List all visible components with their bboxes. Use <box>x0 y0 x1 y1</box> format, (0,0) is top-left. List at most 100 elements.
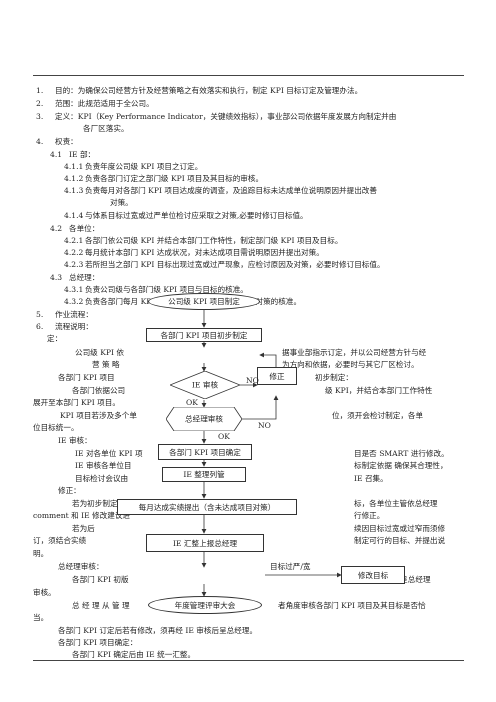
right-note: 汇总呈总经理 <box>385 575 431 584</box>
item-4-2-1-text: 各部门依公司级 KPI 并结合本部门工作特性，制定部门级 KPI 项目及目标。 <box>85 236 343 245</box>
dept-initial-label: 各部门 KPI 项目初步制定 <box>160 330 248 340</box>
item-4-1-2-text: 负责各部门订定之部门级 KPI 项目及其目标的审核。 <box>85 174 264 183</box>
left-note: 总经理审核： <box>58 562 104 571</box>
left-note: 各部门 KPI 确定后由 IE 统一汇整。 <box>72 650 196 659</box>
left-note: 审核。 <box>33 588 56 597</box>
revise-node: 修正 <box>257 367 297 385</box>
item-4-1-2-label: 4.1.2 <box>64 174 84 183</box>
item-4-3-label: 4.3 <box>50 273 63 282</box>
left-note: IE 审核各单位目 <box>75 461 132 470</box>
left-note: KPI 项目若涉及多个单 <box>60 411 137 420</box>
item-4-1-3-cont: 对策。 <box>110 198 133 207</box>
dept-confirm-label: 各部门 KPI 项目确定 <box>169 447 241 457</box>
left-note: 订，须结合实绩 <box>33 536 87 545</box>
ie-report-gm-label: IE 汇整上报总经理 <box>172 538 238 548</box>
left-note: comment 和 IE 修改建议进 <box>33 511 131 520</box>
item-4-3-2-label: 4.3.2 <box>64 297 84 306</box>
item-3-text: 定义：KPI（Key Performance Indicator，关键绩效指标）… <box>55 112 397 121</box>
revise-label: 修正 <box>269 371 285 381</box>
item-4-1-3-label: 4.1.3 <box>64 186 84 195</box>
item-6-text: 流程说明： <box>55 322 93 331</box>
item-4-2-2-text: 每月统计本部门 KPI 达成状况，对未达成项目需说明原因并提出对策。 <box>85 248 324 257</box>
item-4-1-text: IE 部： <box>69 150 96 159</box>
top-rule <box>33 75 464 76</box>
revise-target-node: 修改目标 <box>341 566 405 584</box>
right-note: 标，各单位主管依总经理 <box>354 499 438 508</box>
left-note: 各部门 KPI 项目 <box>58 373 115 382</box>
item-4-text: 权责： <box>55 137 78 146</box>
left-note: 各部门依据公司 <box>72 386 126 395</box>
annual-review-label: 年度管理评审大会 <box>174 600 236 610</box>
left-note: 各部门 KPI 项目确定： <box>58 638 138 647</box>
left-note: 各部门 KPI 初版 <box>72 575 129 584</box>
ie-compile-node: IE 整理列管 <box>162 467 246 482</box>
ie-review-diamond <box>170 371 240 399</box>
left-note: 当。 <box>33 613 49 622</box>
item-4-2-1-label: 4.2.1 <box>64 236 84 245</box>
gm-review-label: 总经理审核 <box>185 414 223 424</box>
left-note: 各部门 KPI 订定后若有修改，须再经 IE 审核后呈总经理。 <box>58 626 258 635</box>
item-4-3-text: 总经理： <box>69 273 100 282</box>
item-6-label: 6. <box>36 322 44 331</box>
annual-review-node: 年度管理评审大会 <box>148 596 262 614</box>
left-note: 目标检讨会议由 <box>75 474 129 483</box>
bottom-rule <box>33 660 464 661</box>
dept-confirm-node: 各部门 KPI 项目确定 <box>158 444 252 460</box>
right-note: 目是否 SMART 进行修改。 <box>354 449 449 458</box>
left-note: 展开至本部门 KPI 项目。 <box>33 398 120 407</box>
no-label-gm: NO <box>258 421 271 430</box>
left-note: 位目标统一。 <box>33 423 79 432</box>
monthly-report-label: 每月达成实绩提出（含未达成项目对策） <box>138 502 276 512</box>
item-4-1-3-text: 负责每月对各部门 KPI 项目达成度的调查，及追踪目标未达成单位说明原因并提出改… <box>85 186 377 195</box>
item-4-1-4-text: 与体系目标过宽或过严单位检讨应采取之对策,必要时修订目标值。 <box>85 211 308 220</box>
ie-compile-label: IE 整理列管 <box>183 470 225 479</box>
item-2-label: 2. <box>36 99 44 108</box>
right-note: 初步制定： <box>315 373 353 382</box>
right-note: 者角度审核各部门 KPI 项目及其目标是否恰 <box>278 601 426 610</box>
item-4-2-3-label: 4.2.3 <box>64 260 84 269</box>
right-note: 位，须开会检讨制定，各单 <box>332 411 424 420</box>
item-4-2-text: 各单位： <box>69 224 100 233</box>
right-note: 级 KPI，并结合本部门工作特性 <box>325 386 433 395</box>
item-4-1-label: 4.1 <box>50 150 63 159</box>
item-4-2-3-text: 若所担当之部门 KPI 目标出现过宽或过严现象，应检讨原因及对策，必要时修订目标… <box>85 260 385 269</box>
left-note: 营 策 略 <box>92 360 120 369</box>
item-4-1-1-label: 4.1.1 <box>64 162 84 171</box>
right-note: 目标过严/宽 <box>270 562 311 571</box>
left-note: 若为初步制定目 <box>72 499 126 508</box>
item-4-2-2-label: 4.2.2 <box>64 248 84 257</box>
item-4-3-1-label: 4.3.1 <box>64 285 84 294</box>
item-4-1-1-text: 负责年度公司级 KPI 项目之订定。 <box>85 162 203 171</box>
ok-label-gm: OK <box>218 432 230 441</box>
right-note: 据事业部指示订定，并以公司经营方针与经 <box>282 348 427 357</box>
left-note: 修正： <box>58 486 81 495</box>
item-5-label: 5. <box>36 310 44 319</box>
item-5-text: 作业流程： <box>55 310 93 319</box>
ie-review-node: IE 审核 <box>170 371 240 399</box>
right-note: 制定可行的目标、并提出说 <box>354 536 446 545</box>
company-kpi-node: 公司级 KPI 项目制定 <box>148 293 260 310</box>
ie-review-label: IE 审核 <box>191 380 219 390</box>
left-note: IE 对各单位 KPI 项 <box>75 449 143 458</box>
monthly-report-node: 每月达成实绩提出（含未达成项目对策） <box>117 499 297 515</box>
company-kpi-label: 公司级 KPI 项目制定 <box>168 297 240 306</box>
left-note: IE 审核： <box>58 436 92 445</box>
left-note: 公司级 KPI 依 <box>75 348 124 357</box>
left-note: 总 经 理 从 管 理 <box>72 601 130 610</box>
right-note: 行修正。 <box>354 511 385 520</box>
item-4-3-1-text: 负责公司级与各部门级 KPI 项目与目标的核准。 <box>85 285 248 294</box>
item-1-text: 目的：为确保公司经营方针及经营策略之有效落实和执行，制定 KPI 目标订定及管理… <box>55 86 363 95</box>
right-note: 续因目标过宽或过窄而须修 <box>354 524 446 533</box>
gm-review-hexagon <box>166 407 242 431</box>
no-label-ie: NO <box>246 376 259 385</box>
revise-target-label: 修改目标 <box>357 570 389 580</box>
item-3-cont: 各厂区落实。 <box>83 124 129 133</box>
item-1-label: 1. <box>36 86 44 95</box>
gm-review-node: 总经理审核 <box>166 407 242 431</box>
right-note: IE 召集。 <box>354 474 388 483</box>
ie-report-gm-node: IE 汇整上报总经理 <box>146 534 264 552</box>
item-4-2-label: 4.2 <box>50 224 63 233</box>
left-note: 明。 <box>33 549 49 558</box>
right-note: 为方向和依据，必要时与其它厂区检讨。 <box>282 360 419 369</box>
